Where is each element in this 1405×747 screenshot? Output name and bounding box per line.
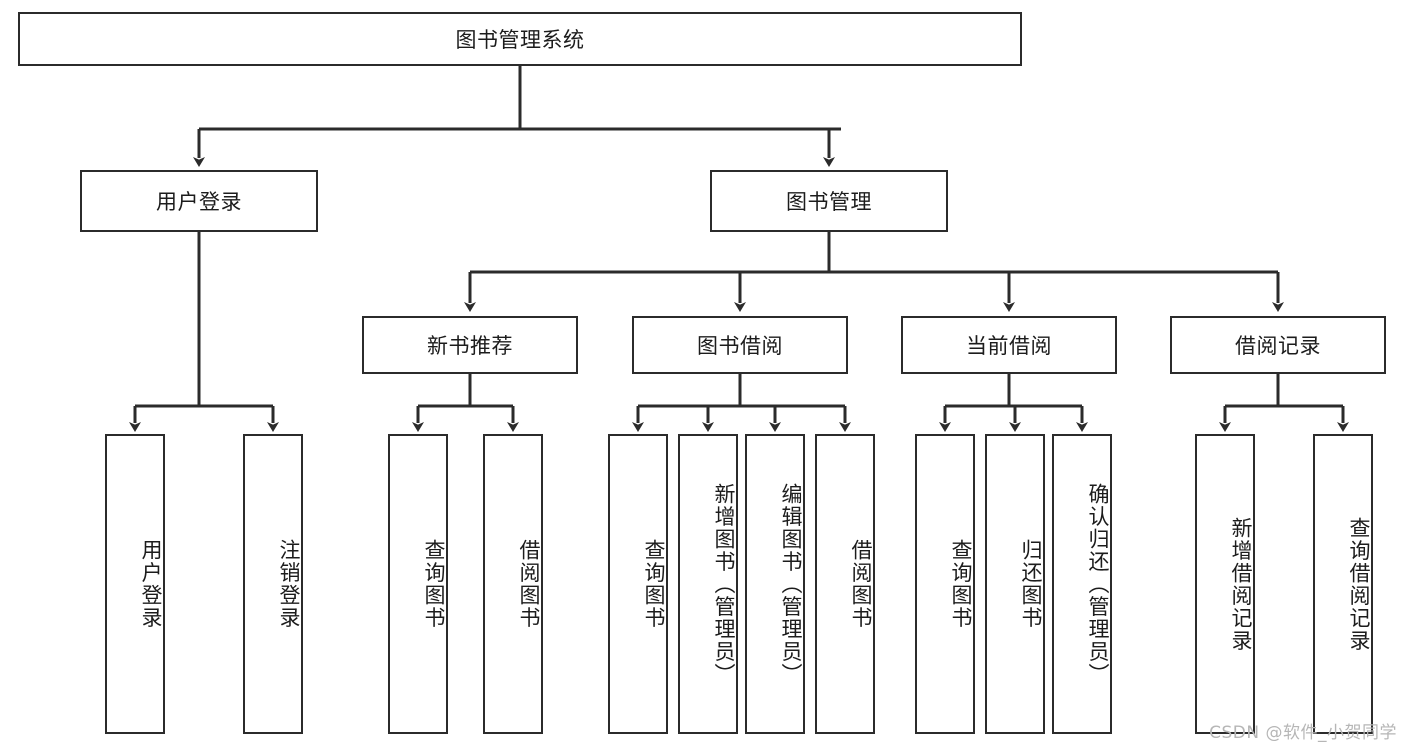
node-leaf-borrow-book-bor-label: 借阅图书 xyxy=(849,539,873,629)
node-leaf-confirm-return-label: 确认归还（管理员） xyxy=(1086,482,1110,686)
node-leaf-user-login-label: 用户登录 xyxy=(139,539,163,629)
node-borrow-record-label: 借阅记录 xyxy=(1235,334,1321,358)
node-new-book-recommend-label: 新书推荐 xyxy=(427,334,513,358)
node-leaf-return-book[interactable]: 归还图书 xyxy=(985,434,1045,734)
node-new-book-recommend[interactable]: 新书推荐 xyxy=(362,316,578,374)
node-leaf-add-book-label: 新增图书（管理员） xyxy=(712,482,736,686)
node-book-borrow[interactable]: 图书借阅 xyxy=(632,316,848,374)
node-borrow-record[interactable]: 借阅记录 xyxy=(1170,316,1386,374)
node-leaf-return-book-label: 归还图书 xyxy=(1019,539,1043,629)
node-leaf-borrow-book-rec-label: 借阅图书 xyxy=(517,539,541,629)
node-leaf-edit-book-label: 编辑图书（管理员） xyxy=(779,482,803,686)
node-leaf-query-book-rec[interactable]: 查询图书 xyxy=(388,434,448,734)
node-book-borrow-label: 图书借阅 xyxy=(697,334,783,358)
node-current-borrow-label: 当前借阅 xyxy=(966,334,1052,358)
node-leaf-query-record-label: 查询借阅记录 xyxy=(1347,516,1371,652)
node-leaf-logout[interactable]: 注销登录 xyxy=(243,434,303,734)
node-leaf-confirm-return[interactable]: 确认归还（管理员） xyxy=(1052,434,1112,734)
node-leaf-query-book-rec-label: 查询图书 xyxy=(422,539,446,629)
node-leaf-borrow-book-bor[interactable]: 借阅图书 xyxy=(815,434,875,734)
node-leaf-add-record-label: 新增借阅记录 xyxy=(1229,516,1253,652)
node-book-manage-label: 图书管理 xyxy=(786,190,872,214)
node-leaf-add-record[interactable]: 新增借阅记录 xyxy=(1195,434,1255,734)
node-leaf-query-book-bor[interactable]: 查询图书 xyxy=(608,434,668,734)
node-root-label: 图书管理系统 xyxy=(455,28,585,52)
node-leaf-query-book-cur-label: 查询图书 xyxy=(949,539,973,629)
node-leaf-query-record[interactable]: 查询借阅记录 xyxy=(1313,434,1373,734)
node-user-login[interactable]: 用户登录 xyxy=(80,170,318,232)
node-leaf-query-book-bor-label: 查询图书 xyxy=(642,539,666,629)
node-leaf-logout-label: 注销登录 xyxy=(277,539,301,629)
node-current-borrow[interactable]: 当前借阅 xyxy=(901,316,1117,374)
node-book-manage[interactable]: 图书管理 xyxy=(710,170,948,232)
csdn-watermark: CSDN @软件_小贺同学 xyxy=(1209,723,1397,743)
node-leaf-query-book-cur[interactable]: 查询图书 xyxy=(915,434,975,734)
node-leaf-edit-book[interactable]: 编辑图书（管理员） xyxy=(745,434,805,734)
node-user-login-label: 用户登录 xyxy=(156,190,242,214)
node-leaf-add-book[interactable]: 新增图书（管理员） xyxy=(678,434,738,734)
node-leaf-borrow-book-rec[interactable]: 借阅图书 xyxy=(483,434,543,734)
node-root[interactable]: 图书管理系统 xyxy=(18,12,1022,66)
node-leaf-user-login[interactable]: 用户登录 xyxy=(105,434,165,734)
